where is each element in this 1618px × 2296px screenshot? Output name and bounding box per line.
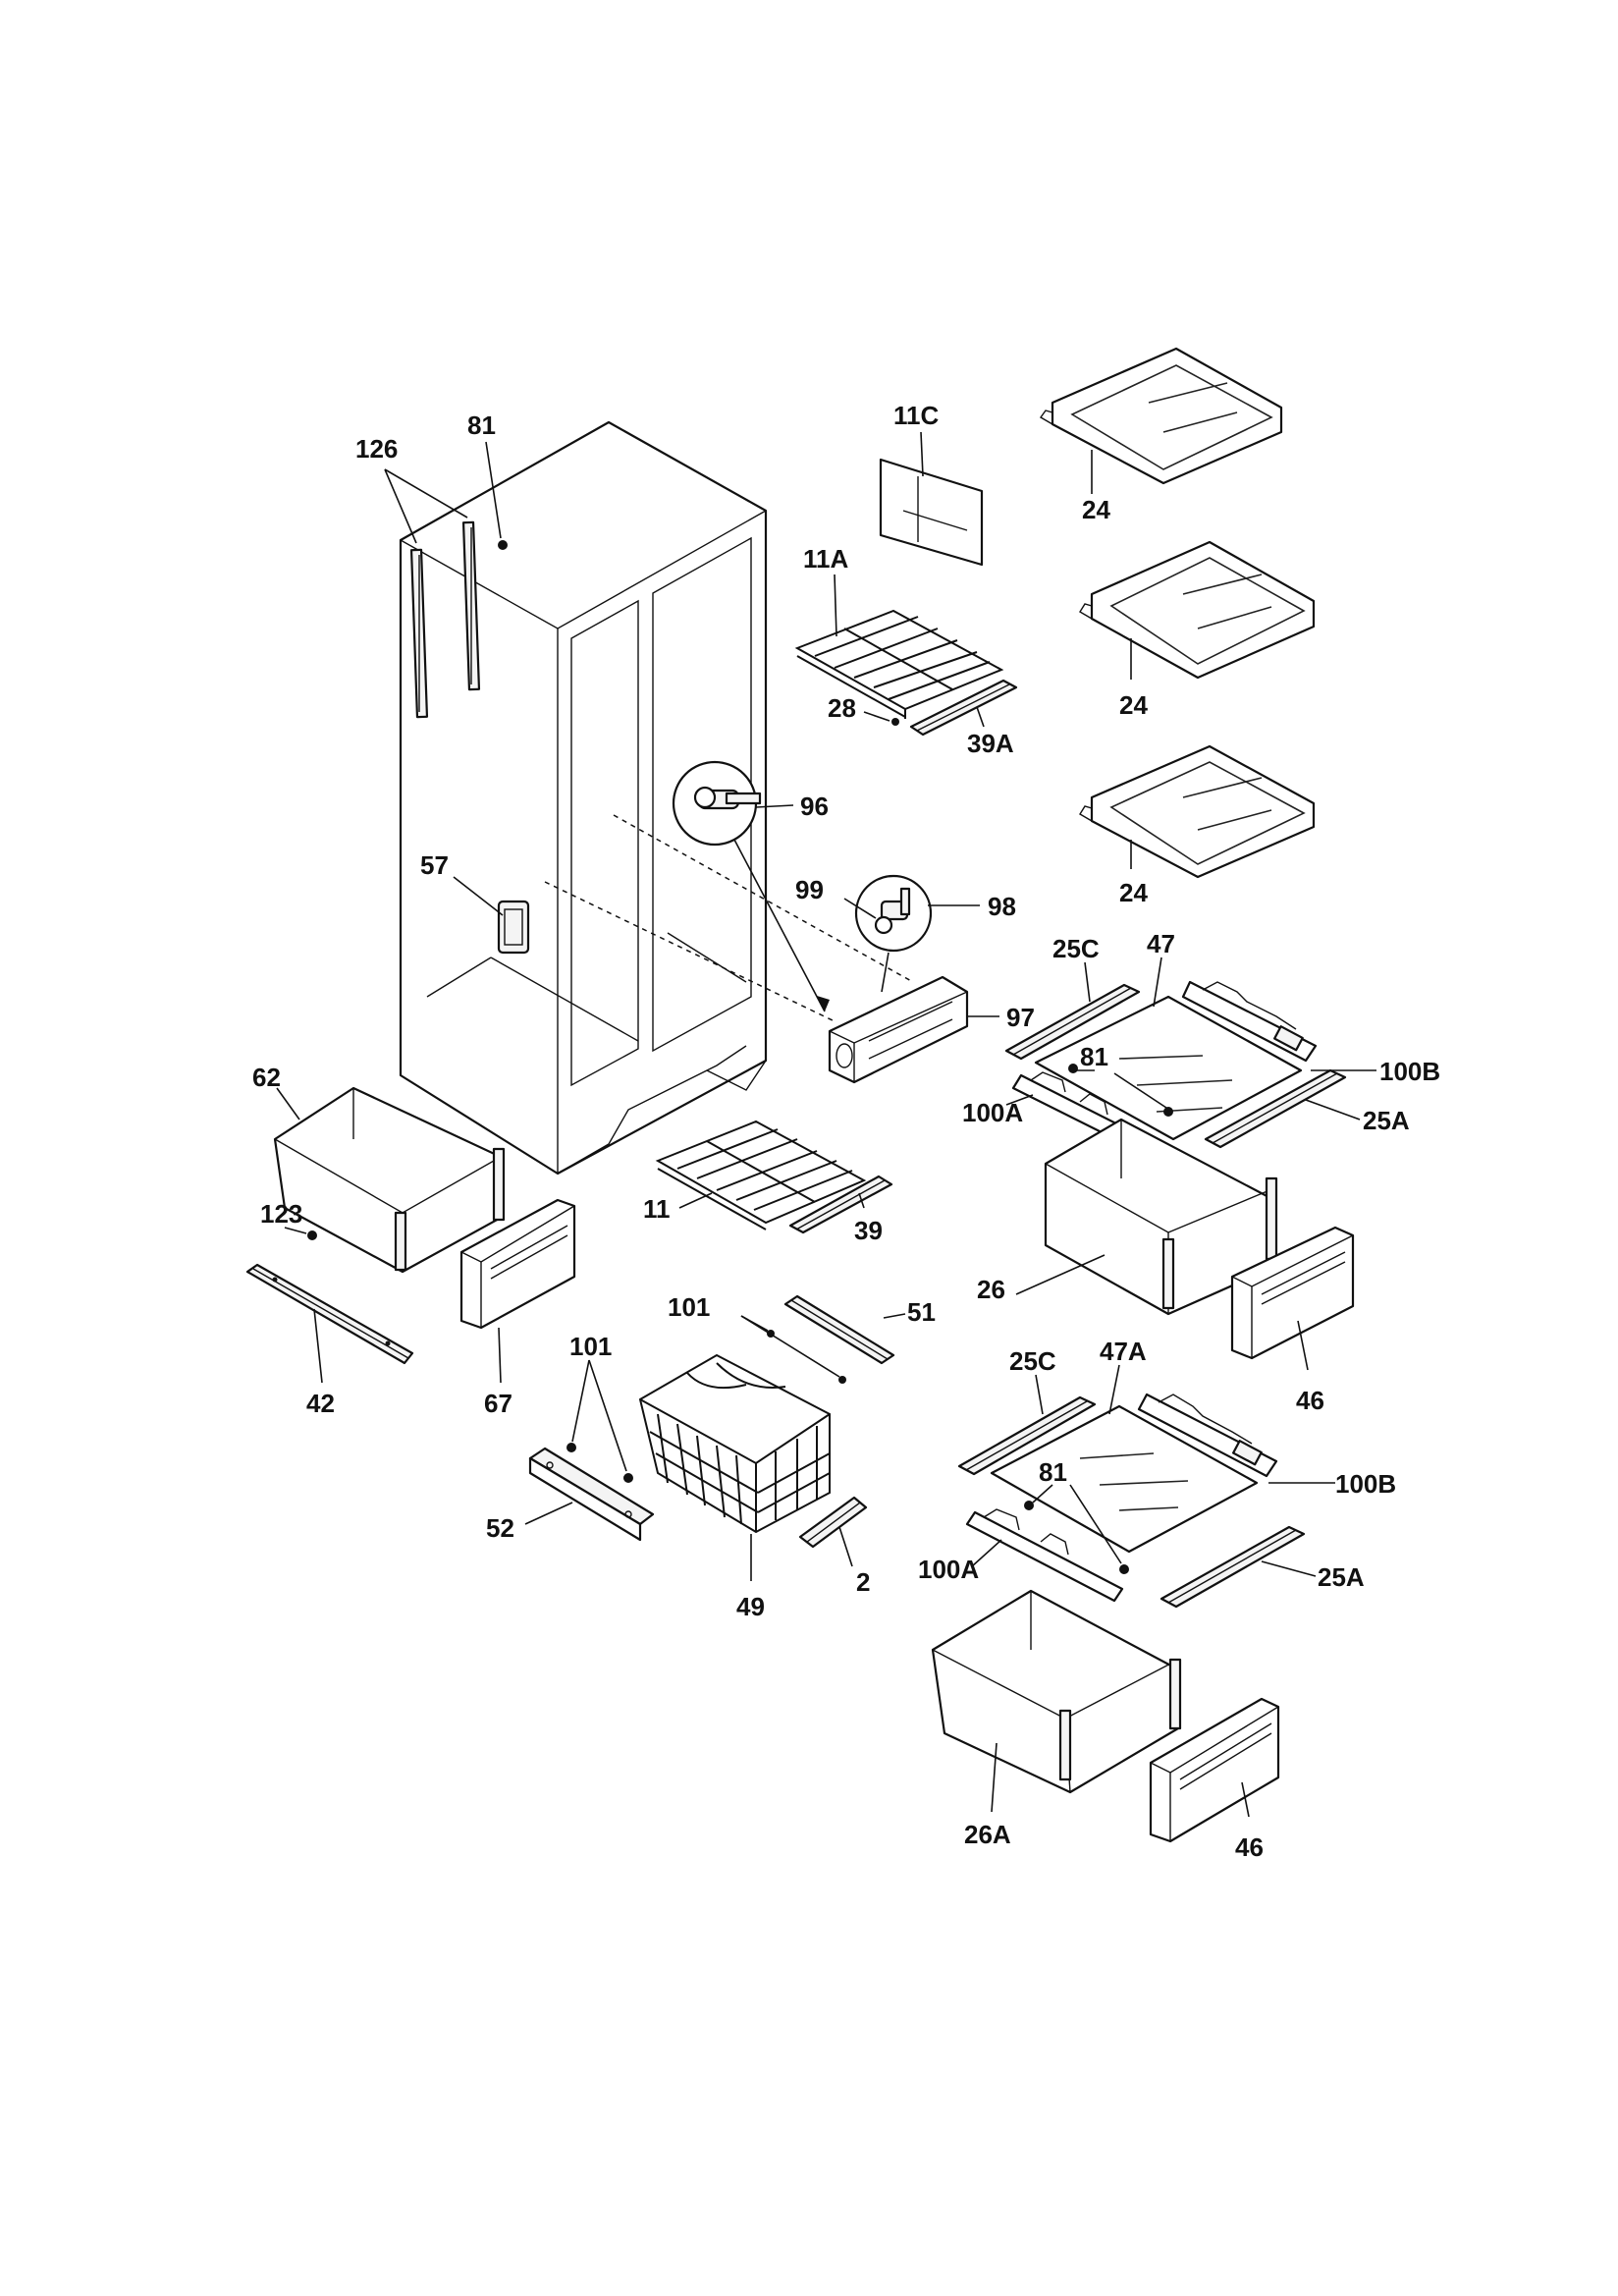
cabinet bbox=[399, 420, 768, 1175]
label-81-low: 81 bbox=[1039, 1457, 1067, 1487]
part-49-wire-basket bbox=[638, 1353, 831, 1534]
label-24-b: 24 bbox=[1119, 690, 1148, 720]
label-25A-b: 25A bbox=[1318, 1562, 1365, 1592]
part-24-shelf-middle bbox=[1079, 540, 1316, 680]
part-100A-bracket-b bbox=[965, 1508, 1124, 1603]
part-51-rail bbox=[783, 1294, 895, 1365]
label-57: 57 bbox=[420, 850, 449, 880]
part-42-rail bbox=[245, 1263, 414, 1365]
label-98: 98 bbox=[988, 892, 1016, 921]
part-11A-wire-shelf bbox=[794, 609, 1004, 719]
part-97-hinge-bracket bbox=[828, 975, 969, 1084]
label-97: 97 bbox=[1006, 1003, 1035, 1032]
label-81-top: 81 bbox=[467, 410, 496, 440]
part-81-screw-low-a bbox=[1024, 1501, 1034, 1510]
label-46-a: 46 bbox=[1296, 1386, 1324, 1415]
label-67: 67 bbox=[484, 1389, 512, 1418]
part-81-screw-low-b bbox=[1119, 1564, 1129, 1574]
label-101-a: 101 bbox=[668, 1292, 710, 1322]
label-62: 62 bbox=[252, 1063, 281, 1092]
label-100A-b: 100A bbox=[918, 1555, 979, 1584]
part-25A-rail-a bbox=[1204, 1068, 1347, 1149]
part-101-screw-d bbox=[623, 1473, 633, 1483]
label-39: 39 bbox=[854, 1216, 883, 1245]
label-47: 47 bbox=[1147, 929, 1175, 958]
part-39A-rail bbox=[909, 679, 1018, 737]
label-100A-a: 100A bbox=[962, 1098, 1023, 1127]
label-81-mid: 81 bbox=[1080, 1042, 1108, 1071]
label-52: 52 bbox=[486, 1513, 514, 1543]
part-25C-rail-b bbox=[957, 1395, 1097, 1476]
label-96: 96 bbox=[800, 792, 829, 821]
part-39-rail bbox=[788, 1175, 893, 1234]
part-47A-glass-shelf bbox=[990, 1404, 1259, 1554]
label-46-b: 46 bbox=[1235, 1832, 1264, 1862]
label-100B-a: 100B bbox=[1379, 1057, 1440, 1086]
part-98-hinge-pin bbox=[854, 874, 933, 953]
label-25C-b: 25C bbox=[1009, 1346, 1056, 1376]
part-52-bracket bbox=[528, 1447, 655, 1542]
part-100B-bracket-b bbox=[1137, 1393, 1278, 1478]
label-39A: 39A bbox=[967, 729, 1014, 758]
part-62-freezer-bin bbox=[273, 1086, 506, 1274]
part-100B-bracket-a bbox=[1181, 980, 1318, 1063]
part-57-bracket bbox=[497, 900, 530, 955]
part-26A-crisper bbox=[931, 1589, 1182, 1794]
part-11C-cover bbox=[879, 458, 984, 567]
part-11-wire-shelf bbox=[655, 1120, 867, 1230]
label-11A: 11A bbox=[803, 544, 848, 574]
label-2: 2 bbox=[856, 1567, 870, 1597]
label-28: 28 bbox=[828, 693, 856, 723]
label-100B-b: 100B bbox=[1335, 1469, 1396, 1499]
part-28-screw bbox=[891, 718, 899, 726]
label-49: 49 bbox=[736, 1592, 765, 1621]
label-47A: 47A bbox=[1100, 1337, 1147, 1366]
label-99: 99 bbox=[795, 875, 824, 904]
label-25A-a: 25A bbox=[1363, 1106, 1410, 1135]
part-123-screw bbox=[307, 1230, 317, 1240]
part-81-screw-mid-a bbox=[1068, 1064, 1078, 1073]
label-126: 126 bbox=[355, 434, 398, 464]
part-101-screw-c bbox=[566, 1443, 576, 1452]
label-101-b: 101 bbox=[569, 1332, 612, 1361]
label-123: 123 bbox=[260, 1199, 302, 1229]
label-11C: 11C bbox=[893, 401, 939, 430]
part-25C-rail-a bbox=[1004, 983, 1141, 1061]
part-47-glass-shelf bbox=[1034, 995, 1303, 1141]
label-51: 51 bbox=[907, 1297, 936, 1327]
part-2-rail bbox=[798, 1496, 868, 1549]
part-46-crisper-front-a bbox=[1230, 1226, 1355, 1360]
label-42: 42 bbox=[306, 1389, 335, 1418]
label-11: 11 bbox=[643, 1194, 671, 1224]
label-25C-a: 25C bbox=[1052, 934, 1100, 963]
part-81-screw-mid-b bbox=[1163, 1107, 1173, 1117]
label-26: 26 bbox=[977, 1275, 1005, 1304]
part-67-freezer-front bbox=[459, 1198, 576, 1330]
part-46-crisper-front-b bbox=[1149, 1697, 1280, 1843]
label-26A: 26A bbox=[964, 1820, 1011, 1849]
part-24-shelf-bottom bbox=[1079, 744, 1316, 879]
part-101-screw-b bbox=[838, 1376, 846, 1384]
part-25A-rail-b bbox=[1160, 1525, 1306, 1609]
label-24-a: 24 bbox=[1082, 495, 1110, 524]
label-24-c: 24 bbox=[1119, 878, 1148, 907]
part-96-hinge bbox=[672, 760, 762, 847]
part-126-rails bbox=[409, 520, 481, 719]
part-24-shelf-top bbox=[1039, 347, 1283, 485]
part-81-screw bbox=[498, 540, 508, 550]
